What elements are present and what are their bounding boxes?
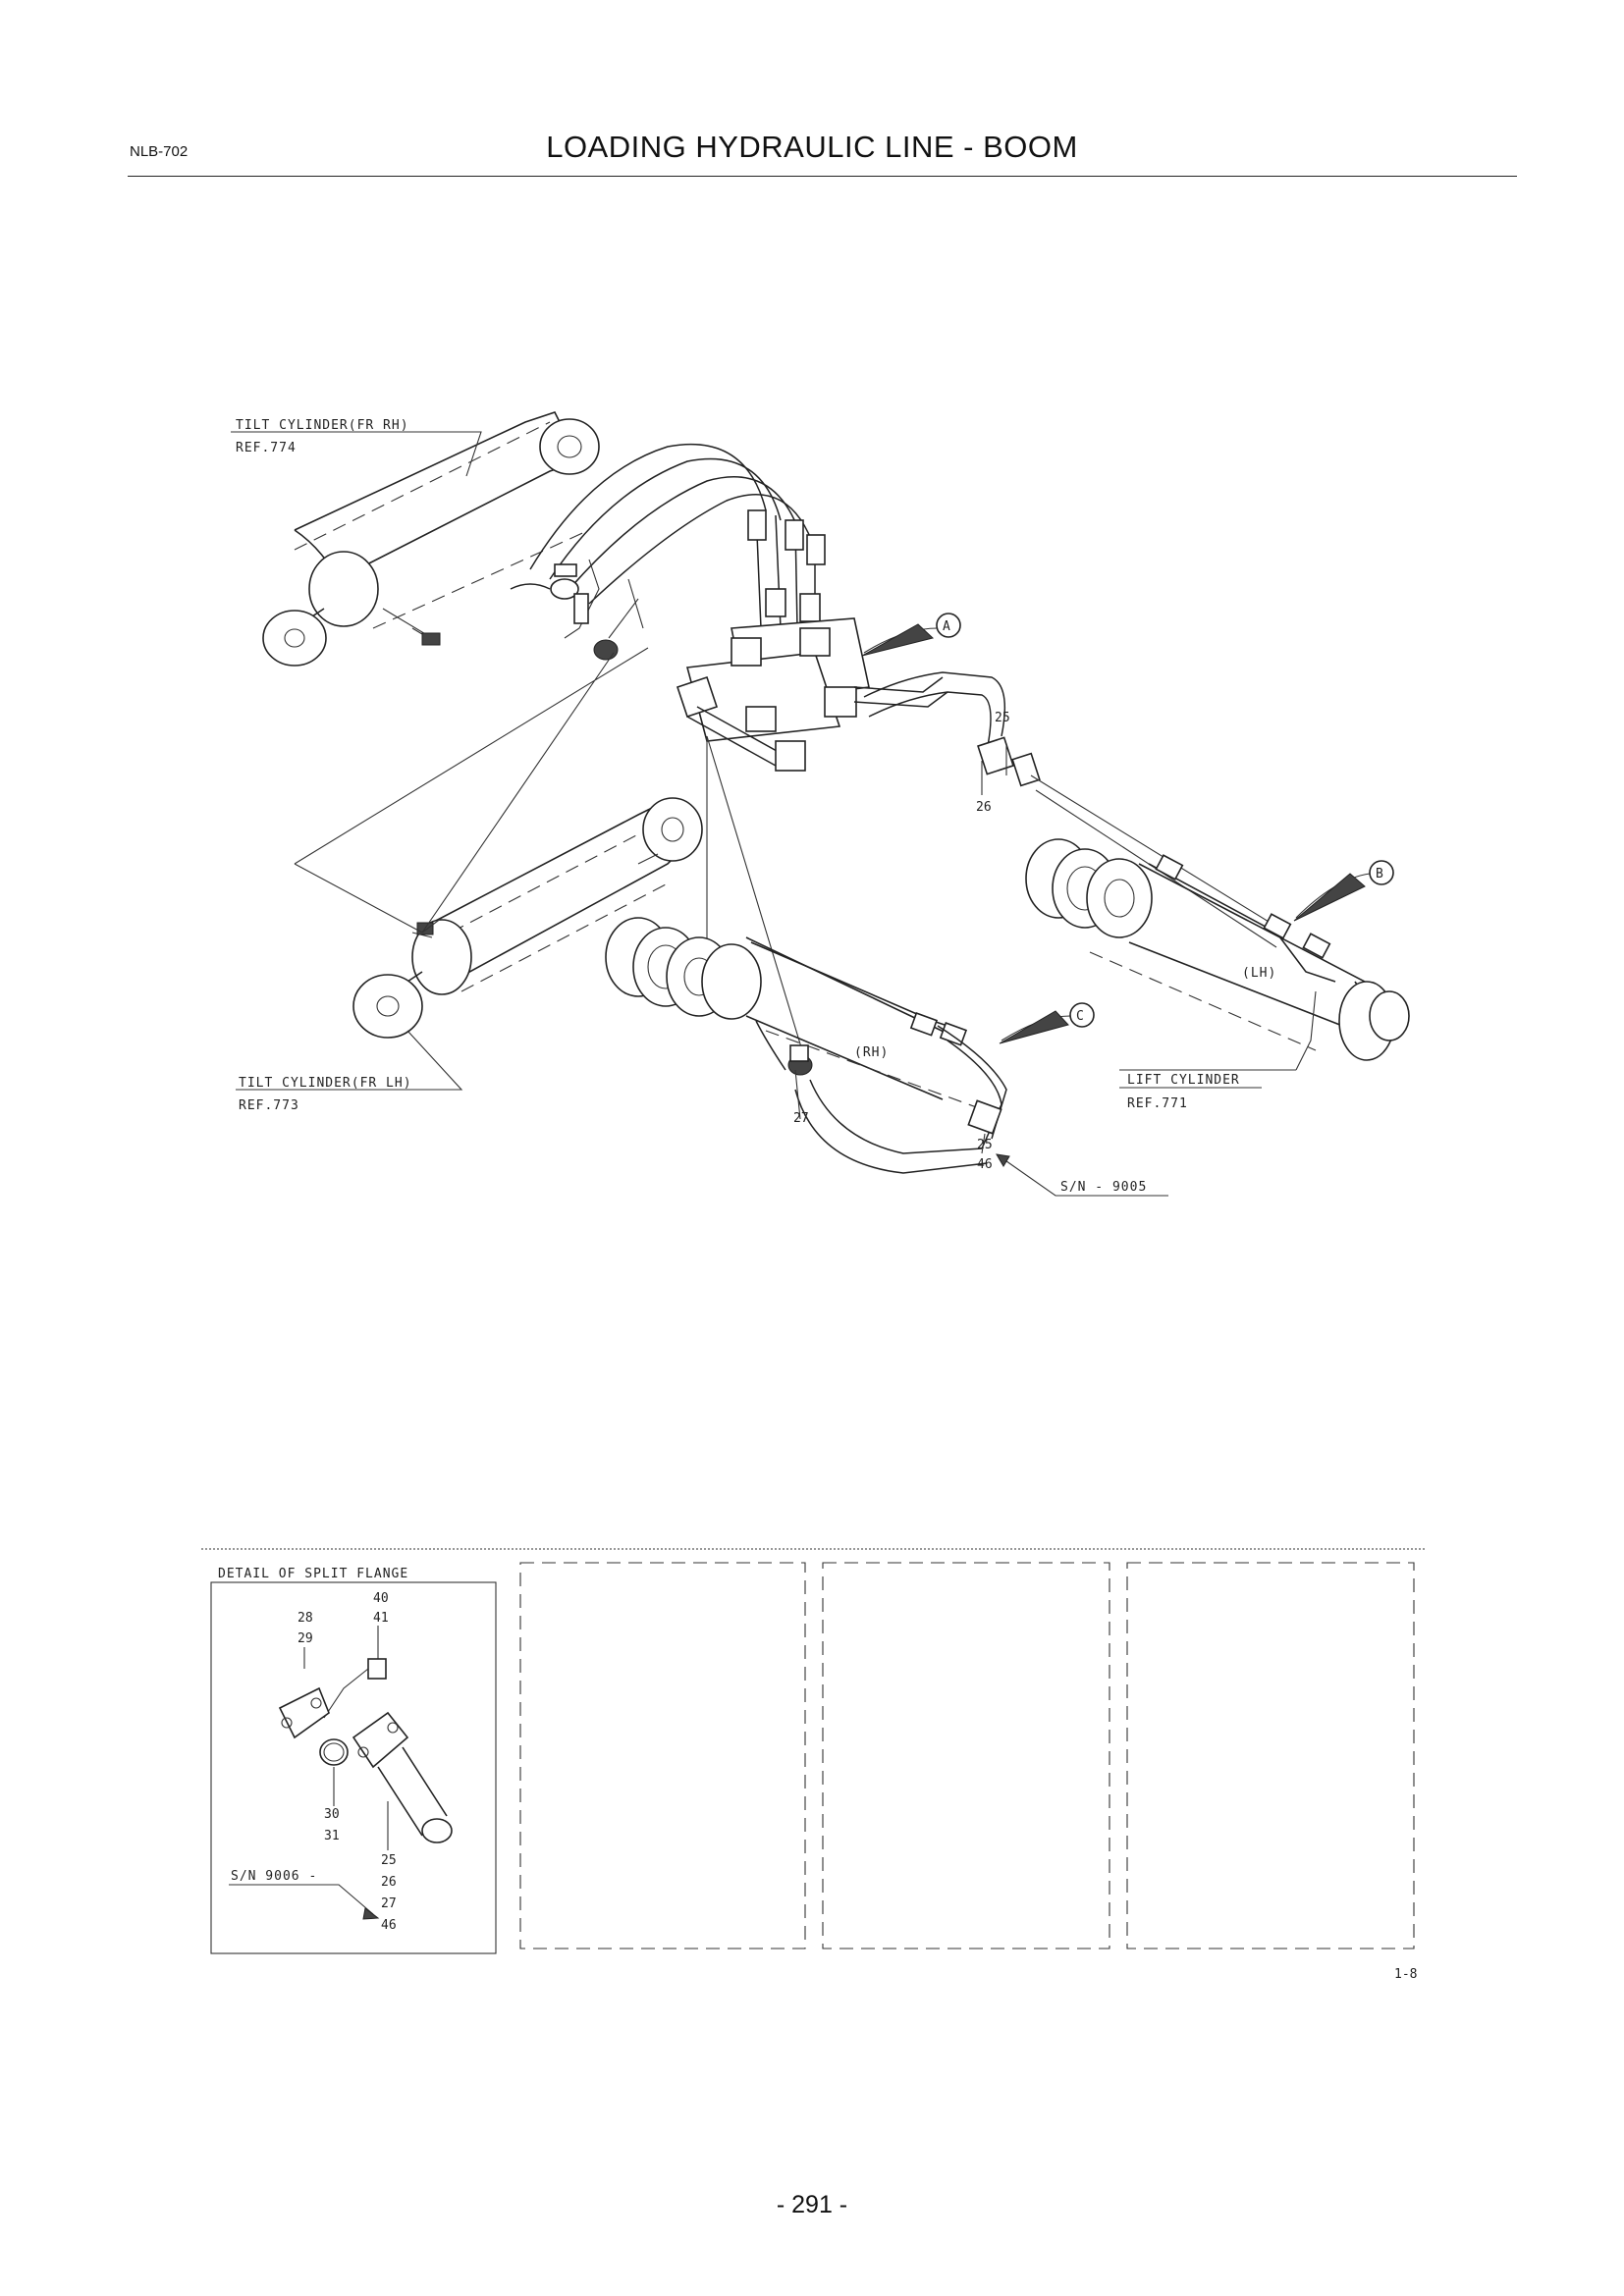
guide-lines-tilt <box>294 647 649 934</box>
tilt-cylinder-rh-ref: REF.774 <box>236 441 297 455</box>
lift-rh-side-label: (RH) <box>854 1045 889 1060</box>
control-valve-assembly <box>676 509 948 1061</box>
part-number-46: 46 <box>977 1157 993 1172</box>
part-number-25-upper: 25 <box>995 711 1010 725</box>
detail-number-28: 28 <box>298 1611 313 1626</box>
leader-lift <box>1119 990 1317 1071</box>
detail-title: DETAIL OF SPLIT FLANGE <box>218 1567 408 1581</box>
serial-number-note: S/N - 9005 <box>1060 1180 1147 1195</box>
lift-cylinder-label: LIFT CYLINDER <box>1127 1073 1240 1088</box>
lift-cylinder-ref: REF.771 <box>1127 1096 1188 1111</box>
callout-b[interactable]: B <box>1293 860 1394 922</box>
sn-arrow <box>996 1153 1010 1167</box>
callout-c[interactable]: C <box>999 1002 1095 1044</box>
part-number-25-lower: 25 <box>977 1138 993 1152</box>
tilt-cylinder-rh-label: TILT CYLINDER(FR RH) <box>236 418 409 433</box>
detail-number-46: 46 <box>381 1918 397 1933</box>
detail-number-29: 29 <box>298 1631 313 1646</box>
leader-tilt-lh <box>236 1030 463 1091</box>
tilt-cylinder-lh <box>352 797 703 1039</box>
callout-b-letter: B <box>1376 867 1383 881</box>
callout-c-letter: C <box>1076 1009 1084 1024</box>
detail-number-26: 26 <box>381 1875 397 1890</box>
document-code: NLB-702 <box>130 143 189 160</box>
part-number-27: 27 <box>793 1111 809 1126</box>
callout-a-letter: A <box>943 619 950 634</box>
detail-number-25: 25 <box>381 1853 397 1868</box>
detail-number-31: 31 <box>324 1829 340 1843</box>
detail-serial-note: S/N 9006 - <box>231 1869 317 1884</box>
tilt-cylinder-rh <box>262 411 600 667</box>
leader-27 <box>794 1069 801 1120</box>
lift-lh-side-label: (LH) <box>1242 966 1276 981</box>
detail-number-41: 41 <box>373 1611 389 1626</box>
figure-code: 1-8 <box>1394 1967 1417 1982</box>
leader-25-lower <box>981 1133 986 1154</box>
hose-group-top <box>510 443 816 661</box>
hose-lift-lh <box>863 671 1287 948</box>
tilt-cylinder-lh-ref: REF.773 <box>239 1098 299 1113</box>
page-number: - 291 - <box>776 2191 848 2218</box>
detail-split-flange-panel: DETAIL OF SPLIT FLANGE 40 41 28 29 30 31… <box>210 1567 497 1954</box>
detail-number-27: 27 <box>381 1896 397 1911</box>
leader-sn <box>999 1155 1168 1197</box>
empty-panels <box>519 1562 1415 1949</box>
title-rule <box>128 176 1517 177</box>
part-number-26: 26 <box>976 800 992 815</box>
detail-number-30: 30 <box>324 1807 340 1822</box>
lift-cylinder-lh <box>1025 838 1410 1061</box>
tilt-cylinder-lh-label: TILT CYLINDER(FR LH) <box>239 1076 412 1091</box>
lift-cylinder-rh <box>605 917 1007 1174</box>
page-title: LOADING HYDRAULIC LINE - BOOM <box>546 130 1078 164</box>
detail-number-40: 40 <box>373 1591 389 1606</box>
callout-a[interactable]: A <box>861 613 961 657</box>
